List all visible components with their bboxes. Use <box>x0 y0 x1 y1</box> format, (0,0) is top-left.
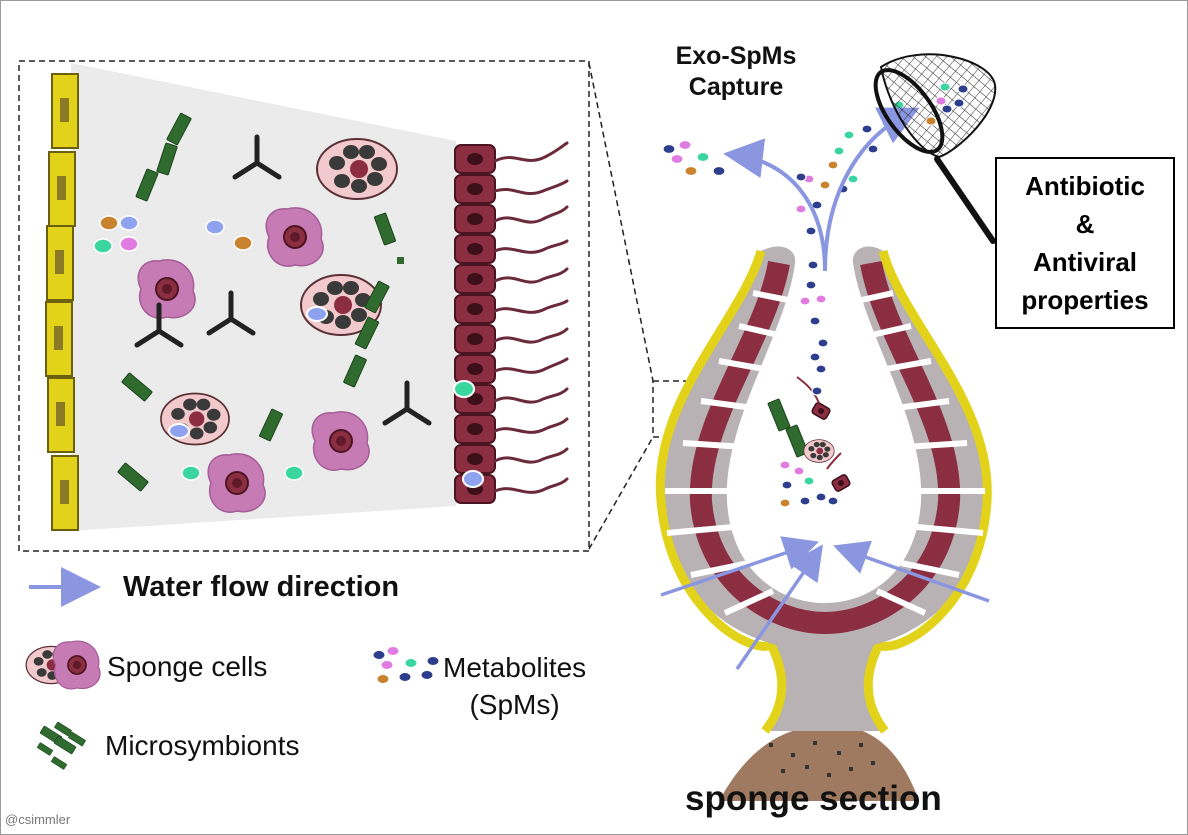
choanocyte-layer <box>453 144 496 504</box>
mesohyl-metabolites <box>93 215 304 481</box>
mesohyl-cells <box>137 138 398 514</box>
zoom-panel <box>18 60 590 552</box>
cavity-contents <box>767 376 851 492</box>
flagella <box>493 141 569 494</box>
properties-box: Antibiotic & Antiviral properties <box>995 157 1175 329</box>
legend-sponge-cells: Sponge cells <box>107 651 268 682</box>
butterfly-net-icon <box>873 53 997 244</box>
legend-metabolites-line1: Metabolites <box>443 652 587 683</box>
properties-line3: Antiviral <box>1032 247 1138 277</box>
inflow-arrows <box>660 536 990 670</box>
properties-line1: Antibiotic <box>1025 171 1145 201</box>
legend-water-flow: Water flow direction <box>123 571 400 603</box>
sponge-section-caption: sponge section <box>685 779 942 818</box>
metabolite-icon <box>372 646 440 684</box>
legend-metabolites-line2: (SpMs) <box>469 689 560 720</box>
capture-title-line2: Capture <box>688 73 784 101</box>
properties-line2: & <box>1075 209 1095 239</box>
legend-microsymbionts: Microsymbionts <box>105 730 300 761</box>
capture-title: Exo-SpMs Capture <box>641 41 831 103</box>
author-credit: @csimmler <box>5 812 71 827</box>
outflow-arrows <box>723 107 920 272</box>
capture-title-line1: Exo-SpMs <box>675 42 797 70</box>
sponge-body <box>655 246 992 801</box>
sponge-cell-icon <box>25 640 101 690</box>
legend-metabolites: Metabolites (SpMs) <box>443 649 586 723</box>
microsymbiont-icon <box>36 721 87 770</box>
microsymbionts <box>117 112 404 492</box>
properties-line4: properties <box>1021 285 1149 315</box>
